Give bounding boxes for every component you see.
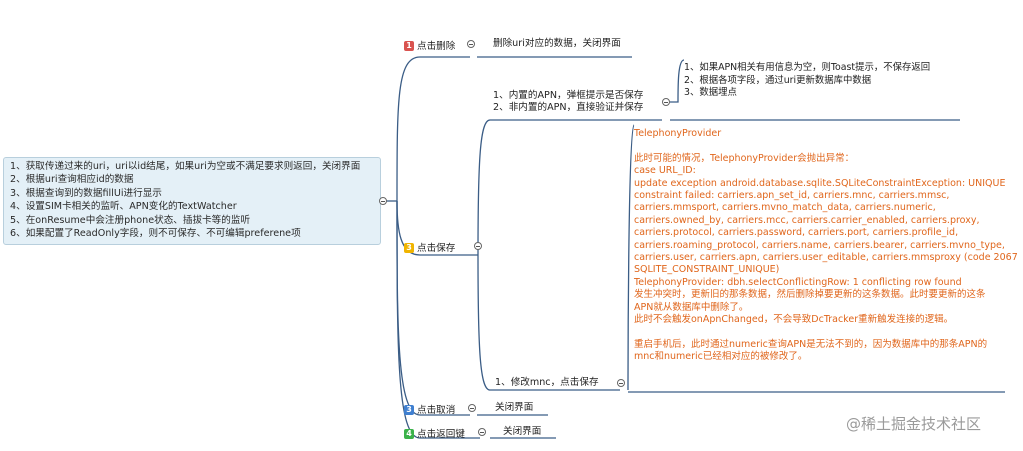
delete-action: 删除uri对应的数据，关闭界面 [493,38,621,49]
apn-node[interactable]: 1、内置的APN，弹框提示是否保存 2、非内置的APN，直接验证并保存 [493,90,643,114]
note-line: carriers.user, carriers.apn, carriers.us… [634,252,1018,264]
modify-mnc-node[interactable]: 1、修改mnc，点击保存 [495,377,599,388]
root-line: 6、如果配置了ReadOnly字段，则不可保存、不可编辑preferene项 [10,228,301,240]
validate-node[interactable]: 1、如果APN相关有用信息为空，则Toast提示，不保存返回 2、根据各项字段，… [684,62,930,100]
watermark-text: @稀土掘金技术社区 [846,415,982,433]
branch-save-label: 点击保存 [417,243,456,254]
note-line: carriers.owned_by, carriers.mcc, carrier… [634,214,980,226]
validate-line: 1、如果APN相关有用信息为空，则Toast提示，不保存返回 [684,62,931,73]
note-line: SQLITE_CONSTRAINT_UNIQUE) [634,264,780,276]
root-line: 5、在onResume中会注册phone状态、插拔卡等的监听 [10,214,251,226]
exception-note: TelephonyProvider 此时可能的情况，TelephonyProvi… [634,128,1018,364]
link-back [396,200,480,439]
link-cancel [396,200,470,416]
validate-line: 2、根据各项字段，通过uri更新数据库中数据 [684,74,872,86]
note-line: TelephonyProvider [634,128,722,139]
note-line: constraint failed: carriers.apn_set_id, … [634,190,950,202]
priority-4-icon: 4 [404,429,414,439]
note-line: case URL_ID: [634,165,696,177]
note-line: update exception android.database.sqlite… [634,177,1006,189]
note-line: carriers.mmsport, carriers.mvno_match_da… [634,202,936,214]
note-line: 此时可能的情况，TelephonyProvider会抛出异常： [634,152,855,164]
note-line: carriers.roaming_protocol, carriers.name… [634,239,1005,251]
note-line: 重启手机后，此时通过numeric查询APN是无法不到的，因为数据库中的那条AP… [634,338,988,350]
apn-collapse-icon[interactable] [662,98,670,106]
note-line: 发生冲突时，更新旧的那条数据，然后删除掉要更新的这条数据。此时要更新的这条 [634,289,986,301]
priority-3-icon: 3 [404,405,414,415]
note-line: mnc和numeric已经相对应的被修改了。 [634,351,808,363]
note-line: APN就从数据库中删除了。 [634,301,749,313]
back-action: 关闭界面 [503,426,542,437]
modify-collapse-icon[interactable] [617,379,625,387]
root-line: 3、根据查询到的数据fillUi进行显示 [10,187,162,199]
branch-cancel-label: 点击取消 [417,405,456,416]
root-line: 2、根据uri查询相应id的数据 [10,174,134,186]
root-node[interactable]: 1、获取传递过来的uri，uri以id结尾，如果uri为空或不满足要求则返回，关… [3,157,381,245]
note-line [634,140,1018,152]
note-line: TelephonyProvider: dbh.selectConflicting… [634,276,962,288]
delete-collapse-icon[interactable] [467,40,475,48]
back-collapse-icon[interactable] [478,428,486,436]
link-save-trunk [477,119,662,256]
priority-1-icon: 1 [404,41,414,51]
branch-back-label: 点击返回键 [417,429,465,440]
link-note [627,124,635,391]
link-delete [396,56,470,202]
save-collapse-icon[interactable] [474,242,482,250]
root-collapse-icon[interactable] [379,197,387,205]
root-line: 1、获取传递过来的uri，uri以id结尾，如果uri为空或不满足要求则返回，关… [10,161,361,172]
root-line: 4、设置SIM卡相关的监听、APN变化的TextWatcher [10,201,237,213]
cancel-collapse-icon[interactable] [468,404,476,412]
note-line [634,326,1018,338]
priority-3-icon: 3 [404,243,414,253]
link-save-modify [477,254,620,391]
cancel-action: 关闭界面 [495,402,534,413]
link-validate [670,59,685,103]
apn-line: 1、内置的APN，弹框提示是否保存 [493,90,644,101]
note-line: 此时不会触发onApnChanged，不会导致DcTracker重新触发连接的逻… [634,314,954,326]
validate-line: 3、数据埋点 [684,87,737,99]
apn-line: 2、非内置的APN，直接验证并保存 [493,102,644,113]
note-line: carriers.protocol, carriers.password, ca… [634,227,959,239]
branch-delete-label: 点击删除 [417,41,456,52]
